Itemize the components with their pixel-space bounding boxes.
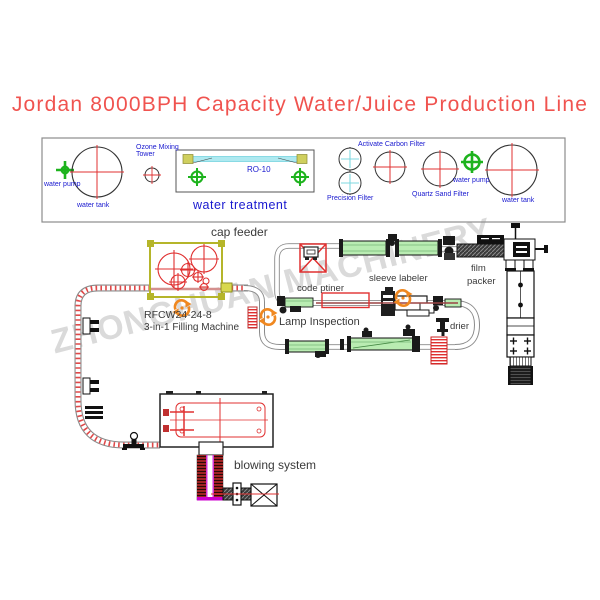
label-water-tank-right: water tank [502, 197, 535, 204]
code-printer-line [277, 296, 314, 314]
label-precision-filter: Precision Filter [327, 195, 374, 202]
code-printer-box [321, 292, 370, 309]
quartz-filter-icon [421, 150, 459, 188]
label-ozone-line1: Ozone Mixing [136, 144, 179, 151]
sleeve-labeler-machine [381, 287, 462, 317]
label-sleeve-labeler: sleeve labeler [369, 273, 428, 284]
filling-machine [147, 240, 233, 300]
rotary-arrows-icon [257, 307, 279, 327]
label-cap-feeder: cap feeder [211, 225, 268, 239]
lamp-inspection-station [247, 306, 258, 329]
label-water-treatment: water treatment [193, 198, 288, 212]
label-film-packer-1: film [471, 263, 486, 274]
water-tank-right-icon [485, 143, 539, 197]
label-water-pump-right: water pump [453, 177, 490, 184]
label-lamp-inspection: Lamp Inspection [279, 316, 360, 328]
blowing-machine [159, 391, 279, 507]
water-tank-left-icon [70, 145, 124, 199]
label-water-tank-left: water tank [77, 202, 110, 209]
drier-unit [430, 318, 449, 365]
label-quartz-filter: Quartz Sand Filter [412, 191, 469, 198]
water-treatment-unit [41, 137, 566, 223]
label-film-packer-2: packer [467, 276, 496, 287]
label-ro-unit: RO-10 [247, 165, 271, 174]
precision-filter-icon [338, 147, 362, 195]
label-carbon-filter: Activate Carbon Filter [358, 141, 426, 148]
top-conveyor [303, 234, 506, 260]
label-water-pump-left: water pump [44, 181, 81, 188]
label-filling-model: RFCW24-24-8 [144, 309, 212, 321]
label-blowing-system: blowing system [234, 458, 317, 472]
label-ozone-line2: Tower [136, 151, 155, 159]
carbon-filter-icon [373, 150, 407, 184]
conveyor-stand [122, 431, 145, 450]
ro-unit [175, 149, 315, 193]
label-drier: drier [450, 321, 470, 332]
water-pump-left-icon [56, 161, 74, 179]
filler-exit-fixture [220, 282, 233, 293]
lower-conveyor [285, 324, 420, 358]
ozone-tower-icon [143, 166, 161, 184]
label-filling-machine: 3-in-1 Filling Machine [144, 322, 240, 333]
film-packer-machine [503, 223, 548, 385]
conveyor-support-bracket [82, 317, 103, 419]
diagram-title: Jordan 8000BPH Capacity Water/Juice Prod… [11, 93, 589, 116]
water-pump-right-icon [461, 151, 483, 173]
label-ozone-tower: Ozone Mixing Tower [136, 144, 179, 159]
label-code-printer: code ptiner [297, 283, 345, 294]
